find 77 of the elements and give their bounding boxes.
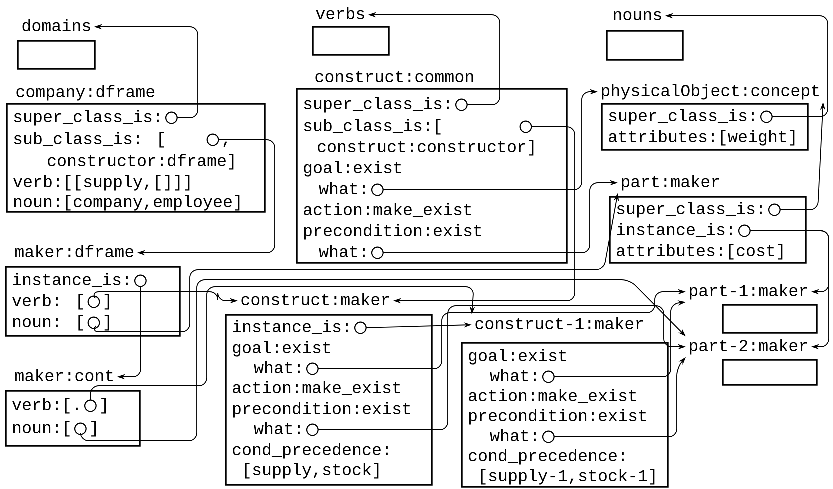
- frame-title: verbs: [316, 7, 364, 20]
- slot-text: sub_class_is: [: [14, 132, 164, 148]
- slot-text: ]: [102, 398, 106, 414]
- slot-text: instance_is:: [233, 320, 348, 334]
- frame-title: part:maker: [622, 175, 720, 191]
- slot-text: what:: [254, 361, 300, 374]
- slot-text: [supply,stock]: [245, 463, 379, 479]
- slot-text: super_class_is:: [617, 202, 762, 218]
- slot-text: precondition:exist: [469, 409, 646, 425]
- slot-circle: [134, 274, 147, 288]
- slot-text: ]: [92, 421, 96, 437]
- slot-circle: [542, 370, 555, 384]
- slot-text: goal:exist: [233, 341, 330, 357]
- slot-text: what:: [319, 245, 365, 258]
- slot-text: constructor:dframe]: [48, 154, 234, 170]
- frame-title: construct-1:maker: [476, 317, 644, 330]
- frame-title: part-1:maker: [690, 284, 808, 300]
- slot-circle: [738, 224, 751, 238]
- frame-title: company:dframe: [16, 85, 155, 101]
- slot-text: construct:constructor]: [318, 140, 534, 156]
- slot-circle: [166, 112, 178, 124]
- frame-title: construct:maker: [242, 293, 390, 306]
- slot-text: goal:exist: [304, 161, 402, 177]
- slot-text: verb:[.: [12, 398, 78, 414]
- frame-title: construct:common: [316, 71, 474, 82]
- slot-text: verb:[[supply,[]]]: [14, 175, 190, 191]
- slot-text: attributes:[cost]: [617, 244, 783, 260]
- slot-text: noun:[: [13, 421, 70, 437]
- slot-text: precondition:exist: [304, 224, 482, 240]
- slot-circle: [520, 120, 532, 134]
- slot-text: attributes:[weight]: [609, 130, 795, 146]
- slot-text: super_class_is:: [14, 110, 159, 126]
- slot-text: action:make_exist: [233, 381, 400, 396]
- slot-circle: [306, 424, 319, 436]
- slot-text: super_class_is:: [304, 97, 449, 113]
- slot-text: sub_class_is:[: [304, 119, 441, 135]
- slot-text: noun: [: [13, 315, 84, 331]
- slot-text: what:: [319, 182, 365, 194]
- frame-title: domains: [22, 19, 90, 32]
- slot-circle: [371, 246, 384, 260]
- slot-text: [supply-1,stock-1]: [481, 469, 655, 485]
- frame-title: maker:cont: [16, 369, 113, 382]
- slot-text: cond_precedence:: [469, 449, 624, 465]
- slot-circle: [768, 204, 781, 216]
- slot-text: super_class_is:: [609, 109, 754, 125]
- slot-text: goal:exist: [469, 349, 566, 365]
- slot-text: ,: [224, 142, 228, 148]
- slot-text: ]: [104, 315, 110, 331]
- slot-circle: [74, 422, 87, 436]
- slot-text: what:: [490, 369, 536, 382]
- frame-title: physicalObject:concept: [602, 84, 819, 100]
- slot-text: action:make_exist: [304, 203, 472, 218]
- slot-circle: [542, 430, 555, 444]
- slot-text: what:: [254, 422, 300, 434]
- frame-title: maker:dframe: [16, 245, 134, 258]
- slot-text: instance_is:: [13, 273, 128, 288]
- slot-circle: [456, 98, 468, 112]
- slot-text: noun:[company,employee]: [14, 195, 240, 211]
- slot-circle: [88, 296, 100, 308]
- slot-text: instance_is:: [617, 223, 732, 238]
- slot-circle: [306, 362, 319, 376]
- slot-text: what:: [490, 429, 536, 442]
- slot-text: precondition:exist: [233, 402, 410, 418]
- frame-title: nouns: [614, 11, 662, 20]
- slot-circle: [760, 110, 773, 124]
- slot-circle: [371, 184, 384, 196]
- frame-title: part-2:maker: [690, 339, 808, 355]
- slot-text: verb: [: [12, 294, 84, 310]
- slot-circle: [354, 322, 367, 334]
- slot-circle: [206, 134, 220, 146]
- arrow: [750, 230, 830, 350]
- slot-text: ]: [104, 294, 110, 310]
- slot-circle: [84, 400, 97, 412]
- slot-circle: [88, 316, 100, 330]
- slot-text: cond_precedence:: [233, 443, 388, 459]
- slot-text: action:make_exist: [469, 389, 636, 404]
- arrow: [90, 286, 476, 401]
